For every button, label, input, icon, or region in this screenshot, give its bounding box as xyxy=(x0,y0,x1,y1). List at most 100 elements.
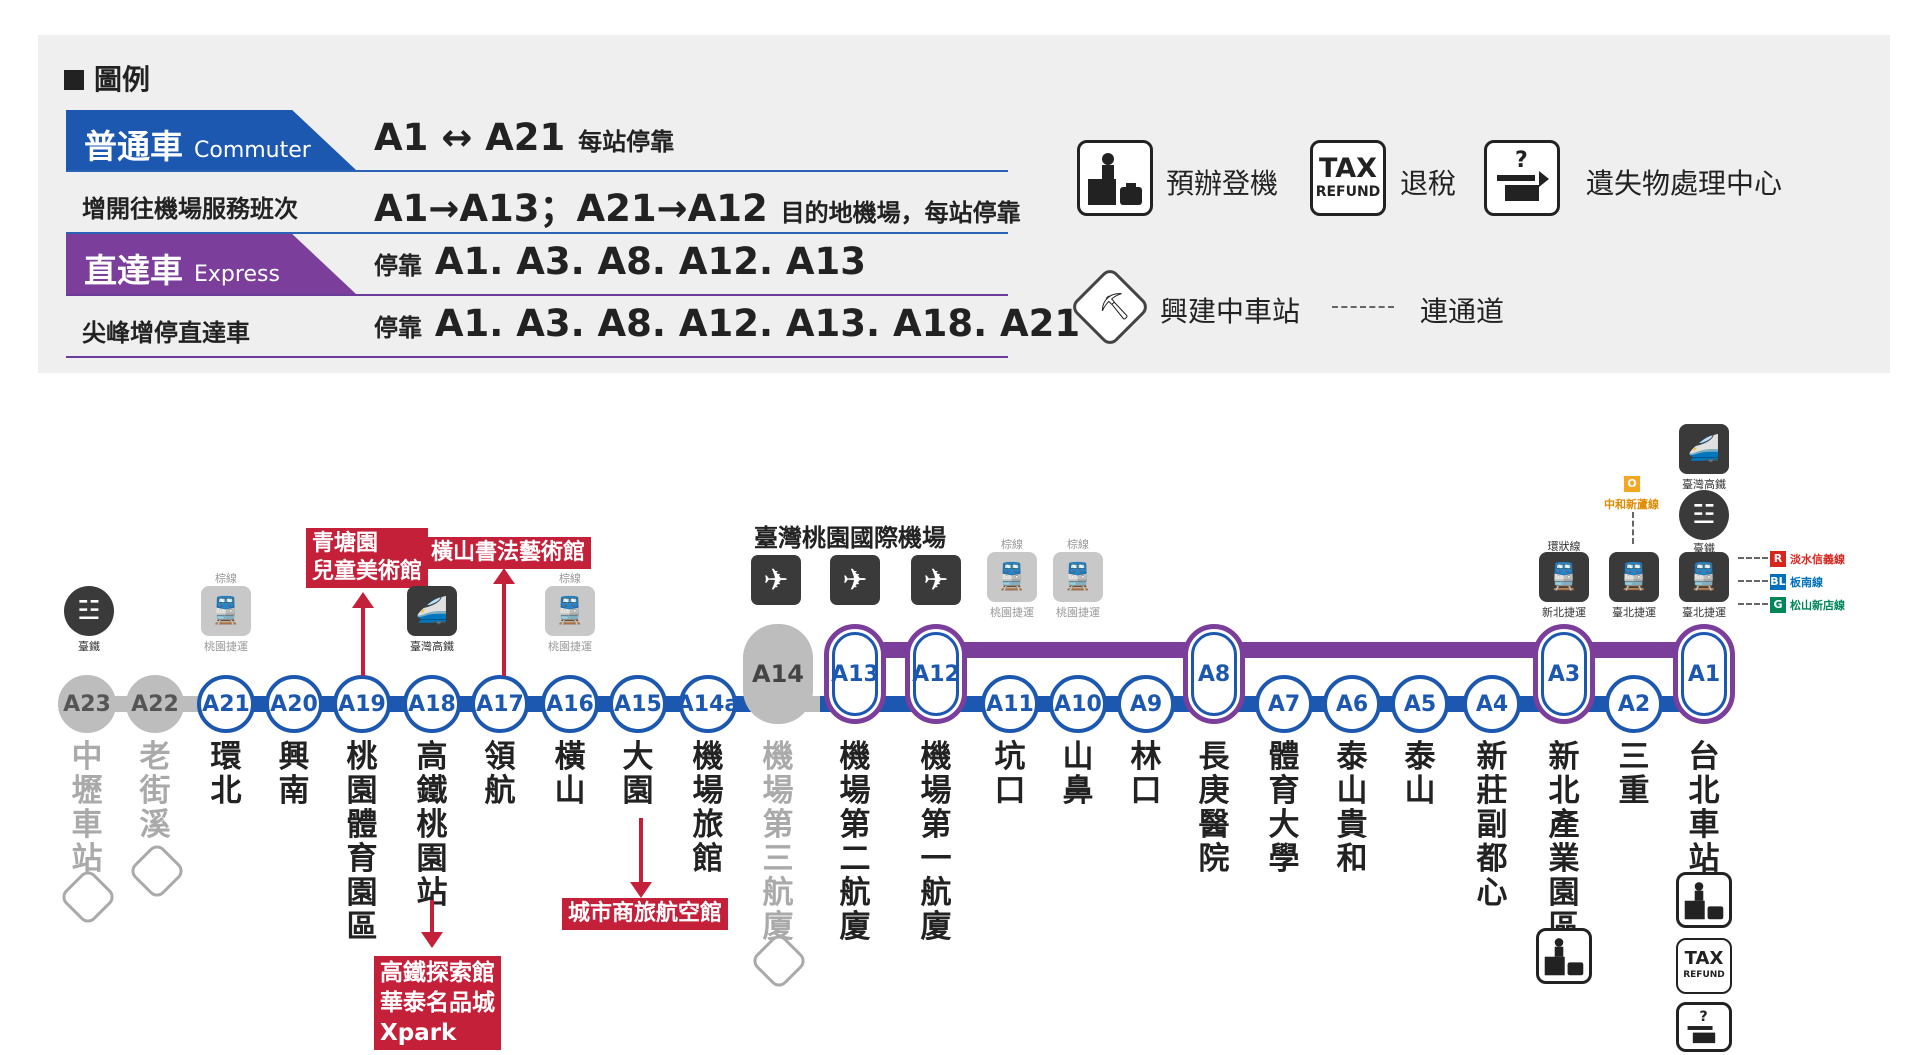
station-name-a20[interactable]: 興南 xyxy=(278,739,310,809)
station-name-a17[interactable]: 領航 xyxy=(484,739,516,809)
extra-service-route: A1→A13；A21→A12 目的地機場，每站停靠 xyxy=(374,187,1021,230)
commuter-en: Commuter xyxy=(194,138,311,163)
checkin-icon xyxy=(1676,872,1732,928)
plane-icon: ✈ xyxy=(751,555,801,605)
station-marker-a16[interactable]: A16 xyxy=(541,675,599,733)
station-marker-a7[interactable]: A7 xyxy=(1255,675,1313,733)
station-name-a18[interactable]: 高鐵桃園站 xyxy=(416,739,448,911)
metro-train-icon: 🚆 xyxy=(1053,552,1103,602)
station-marker-a11[interactable]: A11 xyxy=(981,675,1039,733)
station-marker-a2[interactable]: A2 xyxy=(1605,675,1663,733)
checkin-icon xyxy=(1077,140,1153,216)
station-name-a1[interactable]: 台北車站 xyxy=(1688,739,1720,877)
station-name-a21[interactable]: 環北 xyxy=(210,739,242,809)
express-stops: 停靠 A1. A3. A8. A12. A13 xyxy=(374,240,867,283)
metro-train-icon: 🚆 xyxy=(1609,552,1659,602)
svg-text:?: ? xyxy=(1515,148,1528,173)
ntpc-metro-caption: 新北捷運 xyxy=(1542,606,1586,619)
station-name-a10[interactable]: 山鼻 xyxy=(1062,739,1094,809)
station-marker-a13[interactable]: A13 xyxy=(824,624,886,724)
metro-train-icon: 🚆 xyxy=(1539,552,1589,602)
taoyuan-metro-caption: 桃園捷運 xyxy=(204,640,248,653)
station-marker-a18[interactable]: A18 xyxy=(403,675,461,733)
attraction-a15: 城市商旅航空館 xyxy=(562,898,729,930)
station-marker-a21[interactable]: A21 xyxy=(197,675,255,733)
station-marker-a14[interactable]: A14 xyxy=(743,624,813,724)
station-marker-a5[interactable]: A5 xyxy=(1391,675,1449,733)
station-name-a8[interactable]: 長庚醫院 xyxy=(1198,739,1230,877)
legend-panel xyxy=(38,35,1890,373)
station-marker-a23[interactable]: A23 xyxy=(58,675,116,733)
station-name-a6[interactable]: 泰山貴和 xyxy=(1336,739,1368,877)
station-name-a19[interactable]: 桃園體育園區 xyxy=(346,739,378,945)
brown-line-caption: 棕線 xyxy=(215,572,237,585)
connector-legend-label: 連通道 xyxy=(1420,295,1505,328)
extra-service-row: 增開往機場服務班次 A1→A13；A21→A12 目的地機場，每站停靠 xyxy=(66,172,1021,234)
plane-icon: ✈ xyxy=(911,555,961,605)
attraction-a19: 青塘園兒童美術館 xyxy=(306,528,429,588)
attraction-a17-arrow xyxy=(493,568,515,676)
station-name-a2[interactable]: 三重 xyxy=(1618,739,1650,809)
tra-logo-icon: ☳ xyxy=(1679,490,1729,540)
station-name-a16[interactable]: 橫山 xyxy=(554,739,586,809)
station-name-a23[interactable]: 中壢車站 xyxy=(71,739,103,877)
station-name-a9[interactable]: 林口 xyxy=(1130,739,1162,809)
station-name-a7[interactable]: 體育大學 xyxy=(1268,739,1300,877)
station-name-a14a[interactable]: 機場旅館 xyxy=(692,739,724,877)
station-code: A12 xyxy=(912,632,960,716)
construction-icon xyxy=(58,867,118,927)
station-marker-a1[interactable]: A1 xyxy=(1673,624,1735,724)
station-name-a3[interactable]: 新北產業園區 xyxy=(1548,739,1580,945)
express-en: Express xyxy=(194,262,280,287)
station-marker-a19[interactable]: A19 xyxy=(333,675,391,733)
airport-label: 臺灣桃園國際機場 xyxy=(754,524,946,552)
station-name-a15[interactable]: 大園 xyxy=(622,739,654,809)
express-row: 停靠 A1. A3. A8. A12. A13 xyxy=(66,234,1008,296)
tra-caption: 臺鐵 xyxy=(78,640,100,653)
commuter-zh: 普通車 xyxy=(84,127,183,166)
station-marker-a22[interactable]: A22 xyxy=(126,675,184,733)
station-marker-a20[interactable]: A20 xyxy=(265,675,323,733)
station-marker-a10[interactable]: A10 xyxy=(1049,675,1107,733)
station-name-a13[interactable]: 機場第二航廈 xyxy=(839,739,871,945)
station-name-a11[interactable]: 坑口 xyxy=(994,739,1026,809)
station-code: A3 xyxy=(1541,632,1587,716)
svg-text:?: ? xyxy=(1699,1009,1707,1025)
station-name-a22[interactable]: 老街溪 xyxy=(139,739,171,843)
taoyuan-metro-caption: 桃園捷運 xyxy=(548,640,592,653)
connector-dash xyxy=(1632,512,1634,544)
hsr-caption: 臺灣高鐵 xyxy=(1682,478,1726,491)
station-marker-a3[interactable]: A3 xyxy=(1533,624,1595,724)
attraction-a18-arrow xyxy=(421,900,443,948)
attraction-a15-arrow xyxy=(630,818,652,898)
express-tag: 直達車 Express xyxy=(66,234,356,294)
station-name-a4[interactable]: 新莊副都心 xyxy=(1476,739,1508,911)
brown-line-caption: 棕線 xyxy=(559,572,581,585)
station-marker-a4[interactable]: A4 xyxy=(1463,675,1521,733)
checkin-legend-label: 預辦登機 xyxy=(1166,167,1279,200)
station-marker-a15[interactable]: A15 xyxy=(609,675,667,733)
checkin-icon xyxy=(1536,928,1592,984)
station-marker-a6[interactable]: A6 xyxy=(1323,675,1381,733)
station-marker-a8[interactable]: A8 xyxy=(1183,624,1245,724)
station-name-a12[interactable]: 機場第一航廈 xyxy=(920,739,952,945)
connector-dash-icon xyxy=(1332,306,1394,308)
tax-legend-label: 退稅 xyxy=(1400,167,1457,200)
brown-line-caption: 棕線 xyxy=(1067,538,1089,551)
taipei-metro-caption: 臺北捷運 xyxy=(1612,606,1656,619)
station-name-a5[interactable]: 泰山 xyxy=(1404,739,1436,809)
attraction-a19-arrow xyxy=(352,592,374,676)
extra-service-label: 增開往機場服務班次 xyxy=(82,195,298,223)
station-marker-a17[interactable]: A17 xyxy=(471,675,529,733)
station-marker-a9[interactable]: A9 xyxy=(1117,675,1175,733)
tra-caption: 臺鐵 xyxy=(1693,542,1715,555)
station-marker-a12[interactable]: A12 xyxy=(905,624,967,724)
station-name-a14[interactable]: 機場第三航廈 xyxy=(762,739,794,945)
metro-train-icon: 🚆 xyxy=(545,586,595,636)
station-marker-a14a[interactable]: A14a xyxy=(677,675,739,733)
commuter-row: A1 ↔ A21 每站停靠 xyxy=(66,110,1008,172)
